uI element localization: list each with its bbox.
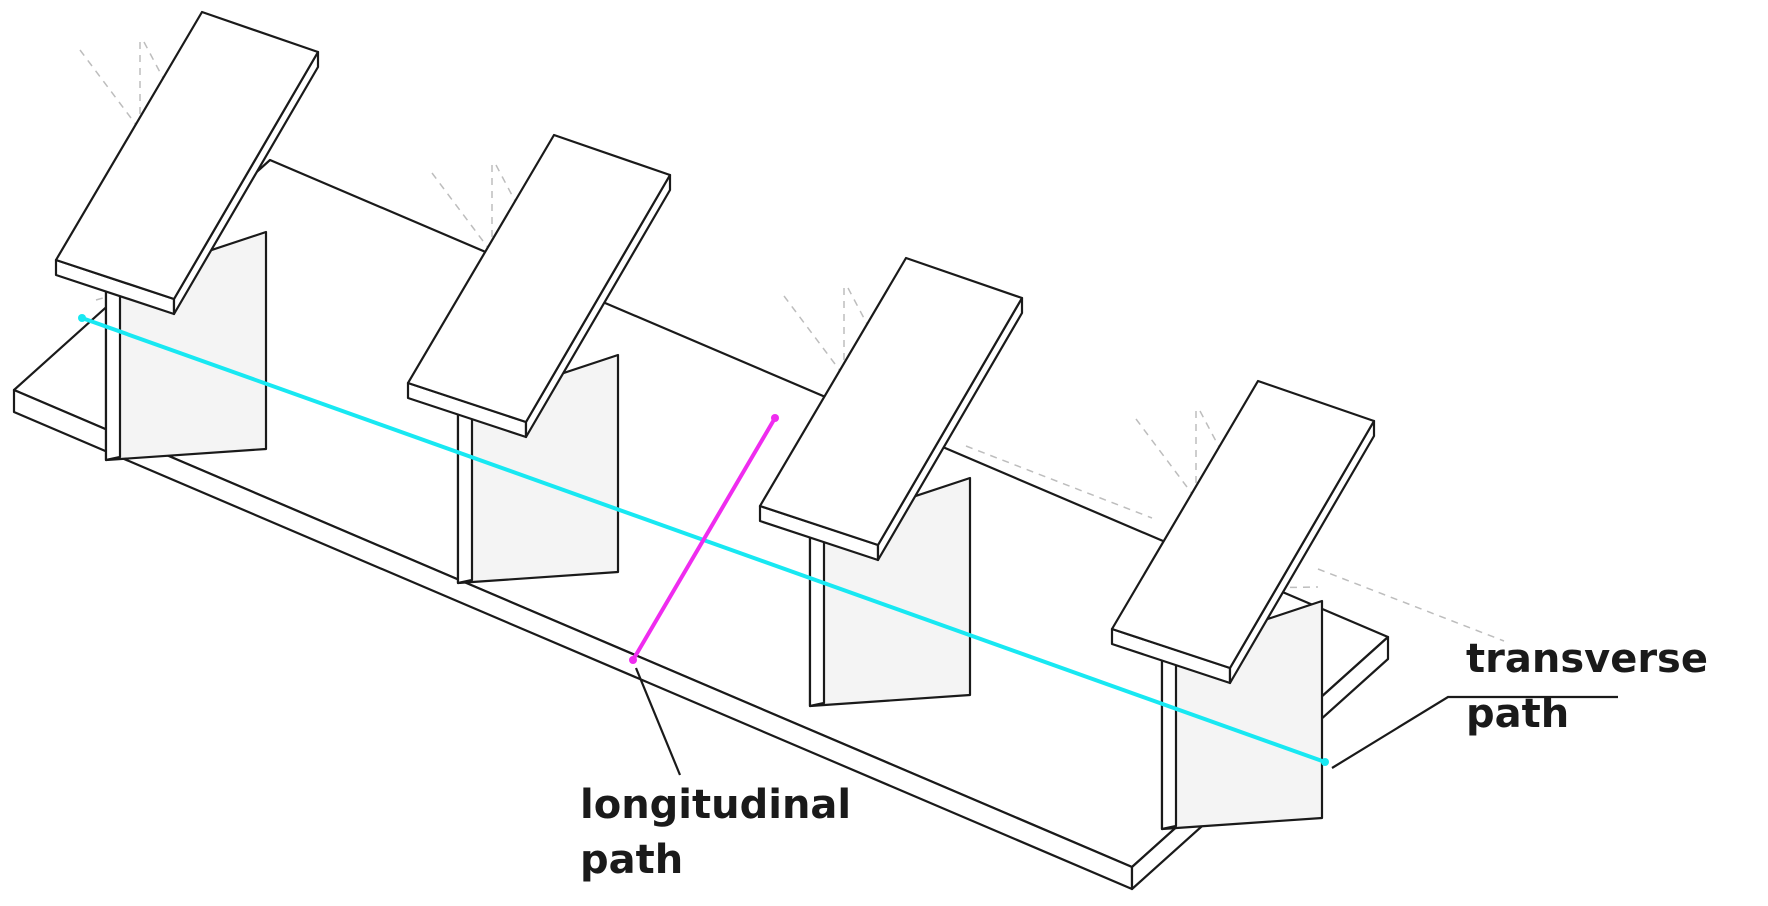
stiffener-3 — [758, 256, 1024, 708]
flange-top-face — [406, 133, 672, 424]
stiffener-web-edge — [1160, 649, 1178, 831]
flange-top-face — [54, 10, 320, 301]
stiffener-web-edge — [104, 280, 122, 462]
stiffener-web-edge — [808, 526, 826, 708]
measurement-paths — [78, 314, 1329, 766]
transverse-path-start-point — [78, 314, 86, 322]
stiffener-2 — [406, 133, 672, 585]
transverse-path-end-point — [1321, 758, 1329, 766]
stiffener-1 — [54, 10, 320, 462]
flange-top-face — [1110, 379, 1376, 670]
longitudinal-leader-line — [634, 667, 682, 776]
longitudinal-path-line — [631, 416, 777, 662]
longitudinal-path-end-point — [629, 656, 637, 664]
longitudinal-path-label: longitudinal path — [580, 782, 852, 884]
stiffener-web-edge — [456, 403, 474, 585]
transverse-leader-line — [1331, 695, 1618, 769]
stiffener-4 — [1110, 379, 1376, 831]
t-stiffeners — [54, 10, 1376, 831]
transverse-path-label: transverse path — [1466, 636, 1708, 738]
leader-lines — [634, 667, 1618, 776]
longitudinal-path-start-point — [771, 414, 779, 422]
flange-top-face — [758, 256, 1024, 547]
